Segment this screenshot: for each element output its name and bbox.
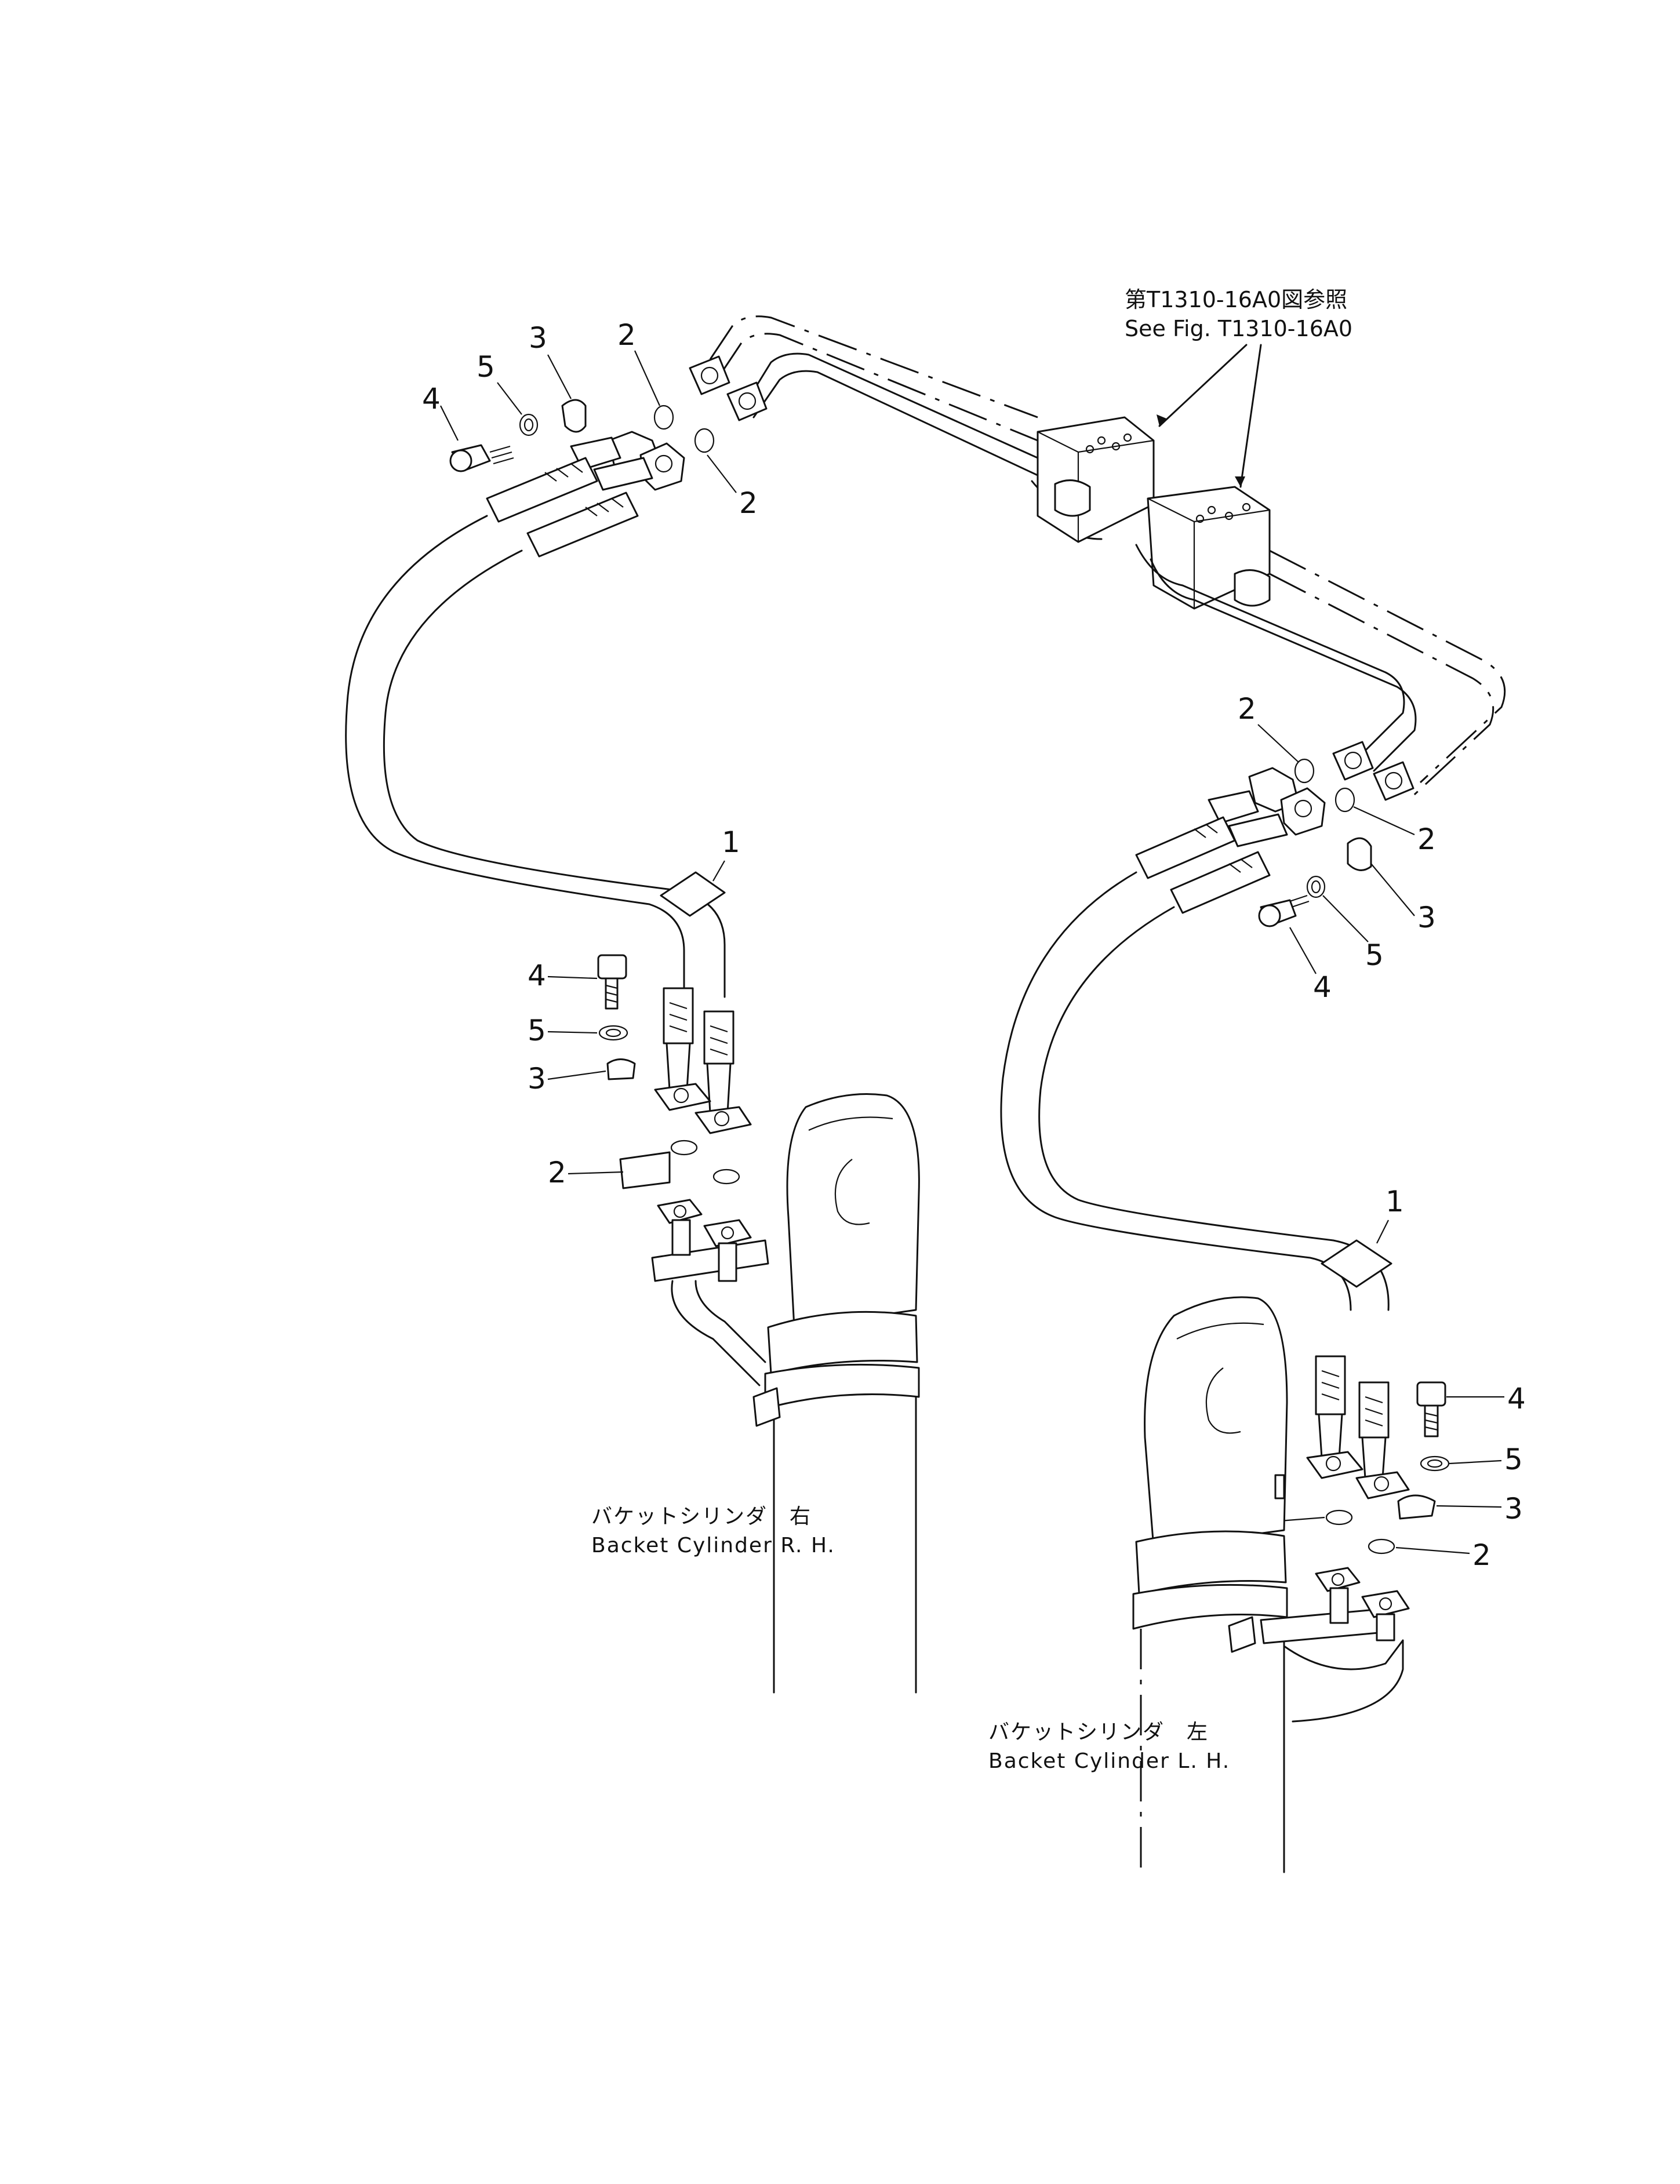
callout-4: 4: [528, 959, 546, 992]
lh-label-jp: バケットシリンダ 左: [988, 1720, 1209, 1744]
reference-jp: 第T1310-16A0図参照: [1125, 287, 1347, 312]
mid-left-hose-ends: [654, 987, 752, 1134]
upper-left-parts: [449, 399, 715, 472]
callout-2: 2: [548, 1156, 566, 1189]
hose-assembly-mid-right: [1000, 767, 1390, 1311]
callout-2a: 2: [1238, 692, 1256, 726]
callout-3: 3: [1417, 901, 1436, 934]
callout-1: 1: [722, 825, 740, 859]
callouts-mid-right: 2 2 3 5 4: [1238, 692, 1436, 1004]
callouts-mid-left: 1 4 5 3 2: [528, 825, 740, 1189]
lh-label-en: Backet Cylinder L. H.: [988, 1749, 1230, 1773]
callouts-top-left: 4 5 3 2 2: [422, 318, 758, 520]
callout-3: 3: [529, 321, 547, 355]
callout-5: 5: [1365, 938, 1384, 972]
valve-block-upper: [1037, 416, 1155, 543]
bottom-right-hose-ends: [1306, 1355, 1410, 1499]
mid-right-parts: [1258, 758, 1372, 927]
callout-3: 3: [528, 1062, 546, 1095]
label-right-cylinder: バケットシリンダ 右 Backet Cylinder R. H.: [591, 1505, 835, 1557]
callout-4: 4: [1313, 970, 1332, 1004]
callout-1: 1: [1386, 1185, 1404, 1218]
callout-3: 3: [1504, 1492, 1523, 1526]
callout-2a: 2: [617, 318, 636, 352]
reference-en: See Fig. T1310-16A0: [1125, 316, 1352, 341]
callout-5: 5: [477, 350, 495, 384]
bottom-right-parts: [1325, 1381, 1450, 1555]
reference-note: 第T1310-16A0図参照 See Fig. T1310-16A0: [1125, 287, 1352, 488]
arrow-head-a: [1157, 414, 1166, 426]
reference-leader-a: [1158, 344, 1248, 427]
mid-left-parts: [597, 954, 740, 1189]
arrow-head-b: [1235, 476, 1245, 487]
steel-tubes-lower: [1135, 544, 1506, 801]
reference-leader-b: [1239, 344, 1262, 488]
callouts-bottom-right: 1 4 5 3 2 2: [1252, 1185, 1526, 1572]
cylinder-left-hand: [1132, 1296, 1410, 1873]
upper-flange-left: [689, 355, 768, 421]
hose-assembly-upper-left: [345, 431, 726, 998]
callout-2b: 2: [1472, 1538, 1491, 1572]
callout-5: 5: [528, 1014, 546, 1047]
callout-2b: 2: [1417, 822, 1436, 856]
rh-label-jp: バケットシリンダ 右: [591, 1505, 812, 1528]
callout-4: 4: [1507, 1382, 1526, 1415]
callout-2b: 2: [739, 486, 758, 520]
callout-4: 4: [422, 382, 441, 416]
valve-block-lower: [1147, 486, 1271, 610]
label-left-cylinder: バケットシリンダ 左 Backet Cylinder L. H.: [988, 1720, 1230, 1773]
lower-flanges-right: [1332, 741, 1414, 801]
cylinder-right-hand: [651, 1093, 920, 1694]
callout-5: 5: [1504, 1443, 1523, 1476]
rh-label-en: Backet Cylinder R. H.: [591, 1534, 835, 1557]
